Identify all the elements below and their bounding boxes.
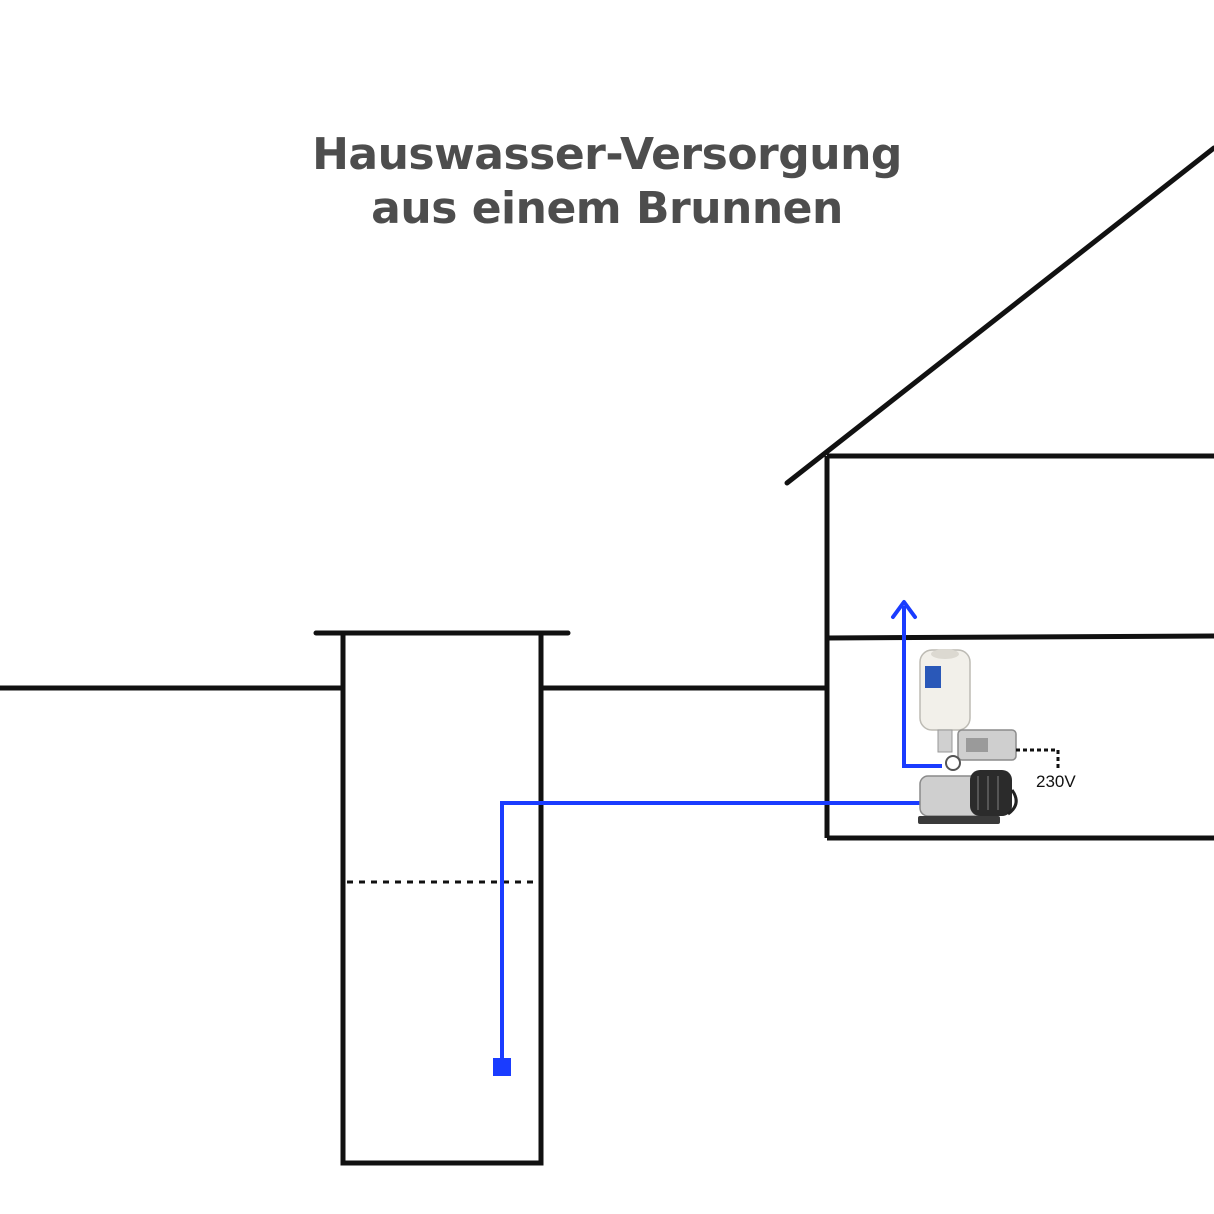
submersible-pump-icon (493, 1058, 511, 1076)
power-cable (1016, 748, 1060, 768)
water-pipes (493, 600, 942, 1076)
voltage-label: 230V (1036, 772, 1076, 791)
well (313, 630, 571, 1166)
title-line-2: aus einem Brunnen (371, 183, 843, 234)
booster-pump-icon (918, 649, 1018, 824)
house-floor-middle (826, 633, 1214, 641)
title-line-1: Hauswasser-Versorgung (312, 129, 902, 180)
well-shaft (340, 633, 544, 1166)
suction-pipe (500, 801, 925, 1066)
house-roof (784, 145, 1214, 486)
house (784, 145, 1214, 841)
diagram-title: Hauswasser-Versorgung aus einem Brunnen (0, 128, 1214, 236)
pressure-tank-icon (919, 649, 971, 753)
pressure-pipe (902, 606, 942, 768)
arrow-up-icon (891, 600, 917, 619)
